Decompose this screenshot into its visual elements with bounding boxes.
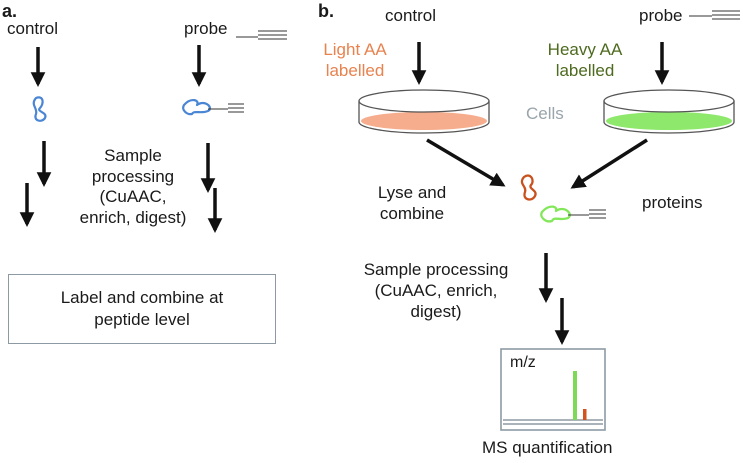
panel-b-graphics <box>358 10 740 431</box>
panel-a-letter: a. <box>2 1 18 21</box>
protein-control-icon <box>32 96 47 122</box>
panel-a-processing-label: Sample processing (CuAAC, enrich, digest… <box>79 146 187 227</box>
panel-a-probe-label: probe <box>184 19 228 38</box>
peptide-label-text: Label and combine at peptide level <box>60 288 224 329</box>
panel-b-control-label: control <box>385 6 437 25</box>
panel-b-letter: b. <box>318 1 334 21</box>
proteins-label: proteins <box>642 193 703 212</box>
ms-quantification-label: MS quantification <box>482 438 613 457</box>
protein-probe-icon <box>182 99 244 116</box>
lyse-combine-label: Lyse and combine <box>377 183 447 223</box>
probe-tag-b-icon <box>689 10 740 20</box>
spectrum-mz-label: m/z <box>510 354 536 371</box>
arrow-light-to-combine <box>426 138 506 187</box>
heavy-aa-label: Heavy AA labelled <box>547 40 623 80</box>
protein-light-icon <box>520 174 537 201</box>
panel-a-graphics <box>19 30 287 233</box>
panel-b-probe-label: probe <box>639 6 683 25</box>
probe-tag-icon <box>236 30 287 40</box>
light-cell-dish-icon <box>358 89 490 134</box>
light-aa-label: Light AA labelled <box>323 40 387 80</box>
arrow-heavy-to-combine <box>570 138 648 189</box>
protein-heavy-probe-icon <box>540 205 606 223</box>
panel-a-control-label: control <box>7 19 59 38</box>
ms-spectrum-icon <box>500 348 606 431</box>
b-processing-label: Sample processing (CuAAC, enrich, digest… <box>363 260 509 321</box>
peptide-label-box: Label and combine at peptide level <box>8 274 276 344</box>
cells-label: Cells <box>526 104 564 123</box>
heavy-cell-dish-icon <box>603 89 735 134</box>
